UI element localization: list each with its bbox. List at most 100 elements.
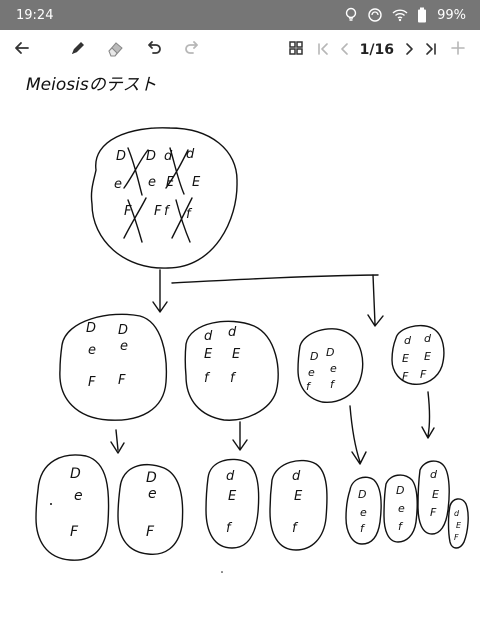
gamete-cell-5-outline — [345, 476, 382, 545]
parent-allele: e — [114, 177, 122, 192]
meiosis1-allele: d — [228, 325, 237, 340]
gamete-cell-7-outline — [417, 460, 450, 535]
gamete-allele: F — [454, 533, 459, 542]
redo-button[interactable] — [178, 36, 206, 64]
parent-chromosome-cross-4 — [171, 197, 193, 243]
meiosis1-allele: d — [204, 329, 213, 344]
back-button[interactable] — [8, 36, 36, 64]
page-indicator[interactable]: 1/16 — [359, 42, 394, 58]
meiosis1-allele: e — [330, 362, 337, 375]
parent-allele: D — [146, 149, 156, 164]
parent-allele: F — [154, 204, 162, 219]
status-time: 19:24 — [16, 7, 54, 23]
wifi-icon — [391, 7, 409, 23]
gamete-cell-4-outline — [269, 459, 328, 551]
gamete-allele: d — [430, 468, 438, 481]
parent-chromosome-cross-2 — [165, 147, 189, 195]
meiosis1-cell-1-outline — [59, 313, 168, 421]
gamete-cell-2-outline — [117, 464, 184, 555]
page-grid-button[interactable] — [282, 36, 310, 64]
gamete-allele: E — [294, 489, 303, 504]
meiosis1-allele: E — [402, 352, 409, 365]
next-page-icon — [403, 41, 415, 60]
parent-allele: f — [186, 207, 193, 222]
ink-dot — [221, 571, 223, 573]
meiosis1-allele: D — [86, 321, 96, 336]
meiosis1-allele: d — [404, 334, 412, 347]
gamete-allele: D — [70, 466, 81, 482]
meiosis1-arrow-2 — [232, 421, 248, 451]
undo-button[interactable] — [140, 36, 168, 64]
gamete-allele: d — [226, 469, 235, 484]
prev-page-button[interactable] — [336, 36, 354, 64]
gamete-allele: e — [148, 486, 157, 502]
redo-icon — [183, 39, 201, 61]
meiosis1-arrow-4 — [421, 391, 435, 439]
status-bar: 19:24 99% — [0, 0, 480, 30]
parent-cell-outline — [90, 127, 238, 269]
parent-chromosome-cross-1 — [123, 147, 149, 196]
battery-icon — [417, 7, 427, 23]
gamete-allele: F — [430, 506, 437, 519]
meiosis1-allele: d — [424, 332, 432, 345]
branch-arrow-right — [367, 274, 384, 327]
gamete-allele: f — [292, 521, 299, 536]
gamete-allele: D — [396, 484, 404, 497]
meiosis1-allele: e — [308, 366, 315, 379]
first-page-button[interactable] — [312, 36, 334, 64]
prev-page-icon — [339, 41, 351, 60]
undo-icon — [145, 39, 163, 61]
note-toolbar: 1/16 — [0, 30, 480, 70]
meiosis1-arrow-1 — [110, 429, 125, 454]
meiosis1-allele: D — [118, 323, 128, 338]
gamete-allele: f — [226, 521, 233, 536]
meiosis1-allele: F — [420, 368, 427, 381]
meiosis1-allele: E — [424, 350, 431, 363]
first-page-icon — [316, 41, 330, 60]
parent-allele: d — [186, 147, 195, 162]
pen-tool-button[interactable] — [64, 36, 92, 64]
gamete-cell-8-outline — [447, 498, 469, 549]
next-page-button[interactable] — [400, 36, 418, 64]
meiosis1-arrow-3 — [349, 405, 367, 465]
add-page-button[interactable] — [444, 36, 472, 64]
note-title: Meiosisのテスト — [26, 75, 157, 95]
meiosis1-allele: F — [88, 375, 96, 390]
gamete-allele: e — [360, 506, 367, 519]
gamete-cell-3-outline — [205, 458, 260, 549]
gamete-allele: D — [358, 488, 366, 501]
gamete-allele: e — [398, 502, 405, 515]
last-page-button[interactable] — [420, 36, 442, 64]
gamete-allele: F — [70, 524, 79, 540]
meiosis1-allele: f — [230, 371, 237, 386]
eraser-icon — [106, 39, 126, 61]
meiosis1-allele: f — [306, 380, 312, 393]
parent-arrow-down — [152, 269, 168, 313]
gamete-allele: e — [74, 488, 83, 504]
grid-icon — [288, 40, 304, 60]
arrow-left-icon — [13, 39, 31, 61]
meiosis1-cell-3-outline — [297, 328, 364, 403]
gamete-cell-6-outline — [383, 474, 418, 543]
add-page-icon — [450, 40, 466, 60]
parent-chromosome-cross-3 — [123, 197, 147, 243]
meiosis1-allele: D — [310, 350, 318, 363]
gamete-allele: F — [146, 524, 155, 540]
sync-icon — [367, 7, 383, 23]
gamete-cell-1-outline — [35, 454, 110, 561]
gamete-allele: d — [292, 469, 301, 484]
last-page-icon — [424, 41, 438, 60]
gamete-allele: E — [432, 488, 439, 501]
parent-allele: d — [164, 149, 173, 164]
meiosis1-allele: f — [204, 371, 211, 386]
gamete-allele: D — [146, 470, 157, 486]
parent-allele: e — [148, 175, 156, 190]
lightbulb-icon — [343, 7, 359, 23]
ink-dot — [50, 503, 52, 505]
eraser-tool-button[interactable] — [102, 36, 130, 64]
meiosis1-allele: D — [326, 346, 334, 359]
